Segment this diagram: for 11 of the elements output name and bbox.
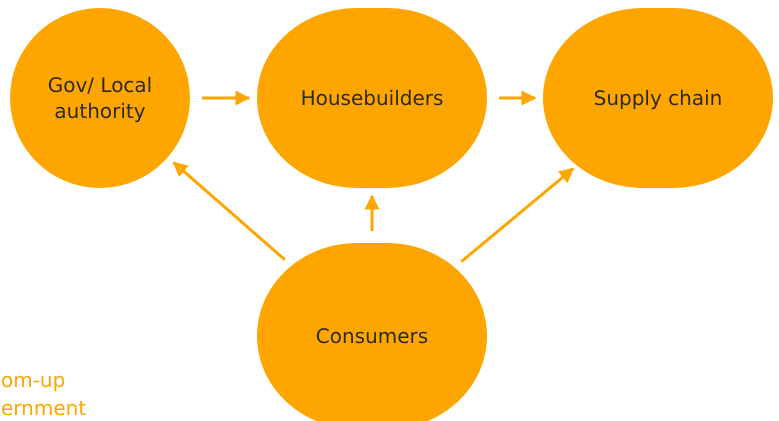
node-label: Housebuilders [300,85,444,111]
caption-text: om-up [1,368,66,392]
arrow [460,168,574,263]
arrow [364,194,380,231]
arrow [172,161,286,261]
node-label: Gov/ Local authority [46,72,154,124]
arrow [499,90,536,106]
arrow [202,90,250,106]
node-label: Consumers [316,323,428,349]
caption-text: ernment [1,396,86,420]
node-label: Supply chain [594,85,722,111]
